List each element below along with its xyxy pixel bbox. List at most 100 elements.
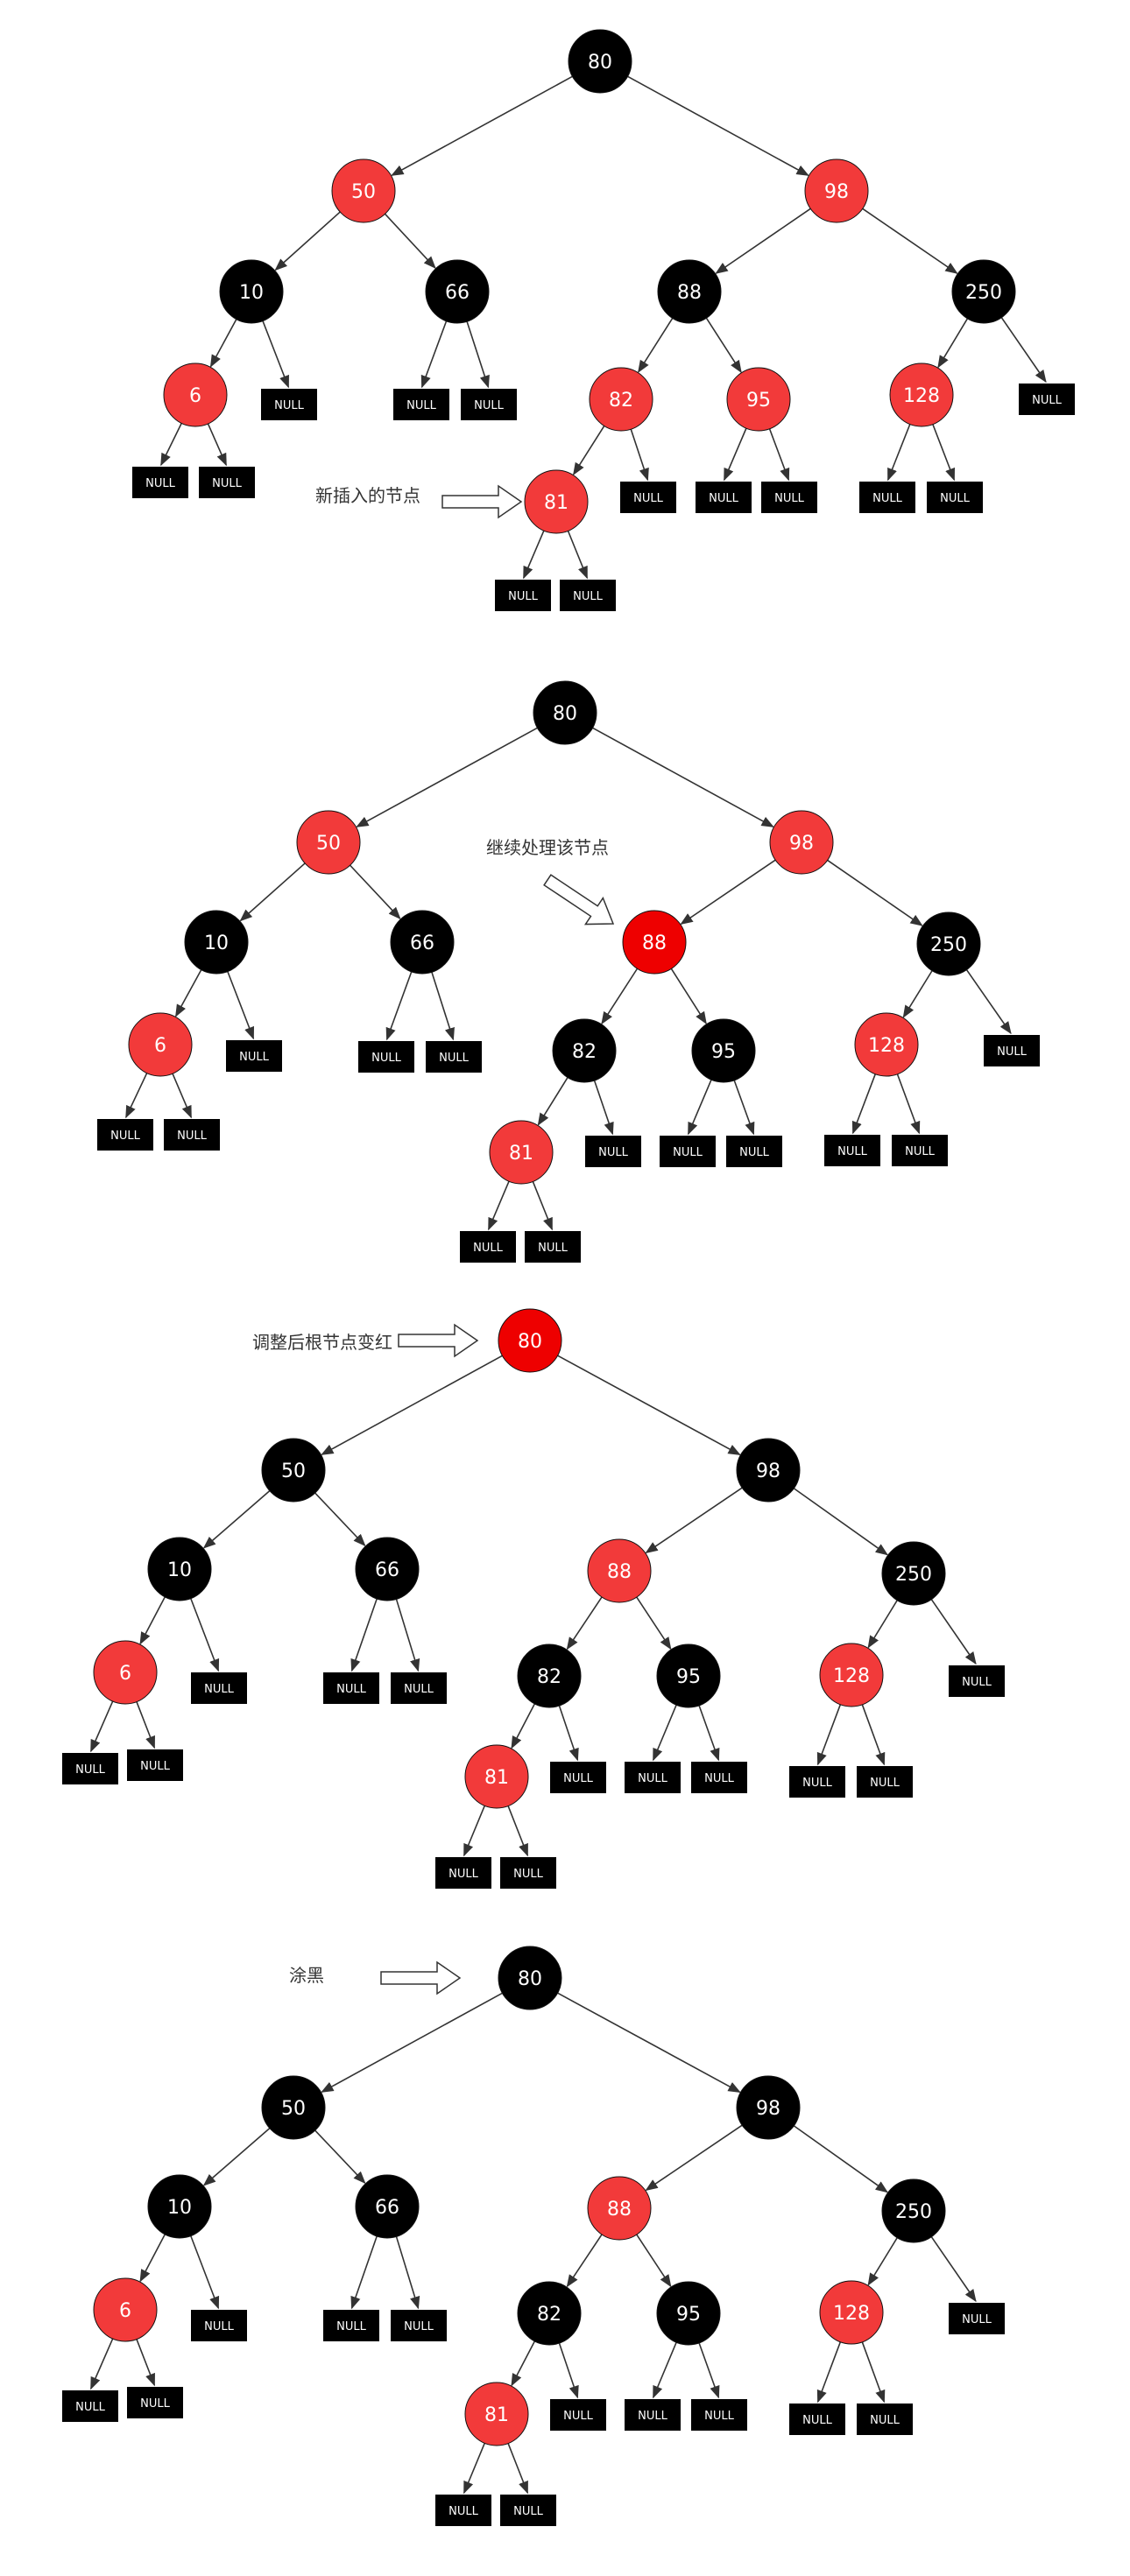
node-circle [261,2075,326,2140]
null-leaf: NULL [949,2303,1005,2334]
null-box [261,389,317,420]
tree-edge [862,208,958,274]
node-circle [736,1438,801,1503]
tree-node-88: 88 [622,910,687,975]
tree-node-98: 98 [769,810,834,875]
tree-node-128: 128 [819,2280,884,2345]
tree-edge [653,1704,677,1762]
tree-node-66: 66 [390,910,455,975]
tree-node-81: 81 [464,2382,529,2446]
node-circle [804,158,869,223]
null-box [726,1136,782,1167]
node-label: 128 [833,1665,870,1687]
tree-edge [768,428,790,482]
tree-node-98: 98 [804,158,869,223]
node-circle [854,1012,919,1077]
tree-node-250: 250 [881,1541,946,1606]
annotation-text: 新插入的节点 [315,485,420,506]
tree-edge [558,1705,579,1762]
node-label: 250 [895,2201,932,2223]
null-box [132,467,188,498]
tree-edge [160,423,182,467]
null-label: NULL [870,2414,900,2427]
tree-edge [314,1492,366,1547]
null-leaf: NULL [391,2310,447,2341]
node-circle [93,2277,158,2342]
node-label: 82 [609,390,633,412]
tree-edge [593,1080,614,1136]
tree-edge [463,2442,485,2495]
null-leaf: NULL [460,1231,516,1263]
tree-node-6: 6 [128,1012,193,1077]
node-circle [657,259,722,324]
tree-edge [867,2237,898,2286]
null-leaf: NULL [789,1766,845,1798]
tree-node-10: 10 [147,2174,212,2239]
tree-edge [523,530,545,580]
null-box [660,1136,716,1167]
annotation-text: 涂黑 [289,1965,324,1986]
node-circle [881,1541,946,1606]
null-label: NULL [962,2313,992,2326]
null-label: NULL [905,1145,935,1158]
tree-edge [851,1073,877,1135]
tree-edge [350,864,401,920]
tree-edge [202,1490,271,1549]
tree-edge [558,2342,579,2399]
null-label: NULL [448,2505,478,2518]
tree-node-95: 95 [726,367,791,432]
null-box [789,2404,845,2435]
tree-edge [932,424,956,482]
null-leaf: NULL [323,2310,379,2341]
node-label: 88 [642,933,667,954]
node-label: 128 [833,2303,870,2325]
tree-edge [239,862,306,922]
tree-edge [724,427,747,482]
tree-edge [488,1180,510,1231]
tree-edge [511,2340,536,2387]
tree-edge [867,1600,898,1649]
tree-node-88: 88 [657,259,722,324]
tree-edge [653,2341,677,2399]
node-circle [184,910,249,975]
null-leaf: NULL [323,1672,379,1704]
tree-edge [321,1992,503,2093]
tree-node-10: 10 [219,259,284,324]
tree-edge [636,1596,672,1650]
null-box [696,482,752,513]
null-leaf: NULL [620,482,676,513]
null-leaf: NULL [426,1041,482,1073]
null-label: NULL [704,1772,734,1785]
tree-node-80: 80 [498,1308,562,1373]
null-label: NULL [239,1051,269,1064]
null-box [191,1672,247,1704]
tree-edge [965,969,1012,1035]
node-circle [881,2178,946,2243]
tree-edge [861,1704,886,1766]
node-circle [261,1438,326,1503]
node-label: 98 [756,2098,780,2120]
tree-edge [601,968,639,1025]
tree-edge [816,1704,842,1766]
null-leaf: NULL [191,1672,247,1704]
null-label: NULL [140,2397,170,2411]
null-box [127,1749,183,1781]
node-label: 98 [789,833,814,855]
null-box [164,1119,220,1151]
node-label: 88 [607,1561,632,1583]
tree-edge [391,75,573,176]
tree-edge [507,2443,529,2495]
null-leaf: NULL [461,389,517,420]
node-label: 250 [895,1564,932,1586]
null-leaf: NULL [550,2399,606,2431]
tree-edge [793,1488,889,1556]
null-label: NULL [638,1772,667,1785]
null-leaf: NULL [358,1041,414,1073]
node-label: 6 [119,2300,131,2322]
node-circle [889,362,954,427]
null-leaf: NULL [726,1136,782,1167]
node-circle [916,911,981,976]
node-circle [355,2174,420,2239]
